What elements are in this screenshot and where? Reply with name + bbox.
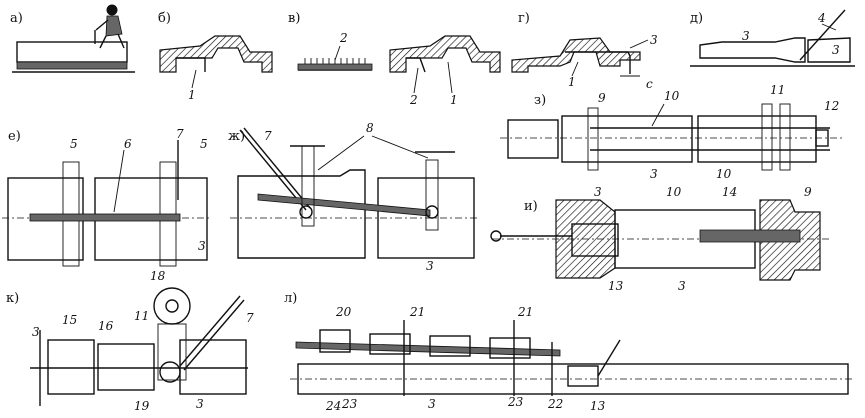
callout: 20 bbox=[335, 305, 352, 319]
callout: 21 bbox=[409, 305, 425, 319]
panel-zh-label: ж) bbox=[228, 129, 245, 144]
panel-k-label: к) bbox=[6, 291, 19, 306]
callout: 15 bbox=[62, 313, 77, 327]
pipe-a bbox=[47, 339, 95, 395]
panel-v-label: в) bbox=[288, 11, 300, 26]
callout: 3 bbox=[426, 259, 434, 273]
tie-rod bbox=[29, 213, 181, 222]
callout: 5 bbox=[200, 137, 208, 151]
jack-cylinder bbox=[571, 223, 619, 257]
callout: 21 bbox=[517, 305, 533, 319]
panel-zh: ж) 7 8 3 bbox=[228, 121, 478, 273]
pin-rod bbox=[699, 229, 801, 243]
callout: 19 bbox=[134, 399, 150, 413]
panel-i-label: и) bbox=[524, 199, 538, 214]
panel-g-label: г) bbox=[518, 11, 530, 26]
callout: 1 bbox=[450, 93, 458, 107]
callout: 3 bbox=[832, 43, 840, 57]
panel-v: в) 2 2 1 bbox=[288, 11, 501, 107]
callout: 7 bbox=[246, 311, 254, 325]
callout: 10 bbox=[716, 167, 732, 181]
callout: 4 bbox=[817, 11, 826, 25]
callout: 10 bbox=[666, 185, 682, 199]
socket-section-2 bbox=[389, 35, 501, 73]
socket-section-3 bbox=[511, 37, 641, 73]
callout: 11 bbox=[134, 309, 149, 323]
callout: 3 bbox=[196, 397, 204, 411]
pipe-left bbox=[237, 169, 366, 259]
callout: 9 bbox=[804, 185, 812, 199]
callout: 16 bbox=[98, 319, 114, 333]
panel-a-label: а) bbox=[10, 11, 23, 26]
callout: 7 bbox=[264, 129, 272, 143]
pipe-c bbox=[697, 115, 817, 163]
lever bbox=[179, 295, 241, 367]
pipe-b bbox=[561, 115, 693, 163]
panel-d-label: д) bbox=[690, 11, 703, 26]
panel-e-label: е) bbox=[8, 129, 21, 144]
callout: 6 bbox=[124, 137, 132, 151]
callout: 8 bbox=[366, 121, 374, 135]
callout: 14 bbox=[722, 185, 737, 199]
callout: 2 bbox=[409, 93, 418, 107]
callout: 5 bbox=[70, 137, 78, 151]
panel-z: з) 9 10 11 12 3 10 bbox=[500, 83, 845, 181]
callout: 11 bbox=[770, 83, 785, 97]
callout: 9 bbox=[598, 91, 606, 105]
crowbar bbox=[799, 9, 846, 61]
callout: 1 bbox=[568, 75, 576, 89]
rod-ticks bbox=[304, 58, 366, 64]
pipe-block bbox=[16, 41, 128, 63]
callout: 23 bbox=[341, 397, 358, 411]
wheel bbox=[153, 287, 191, 325]
callout: 3 bbox=[32, 325, 40, 339]
callout: 3 bbox=[650, 167, 658, 181]
panel-i: и) 3 10 14 9 13 3 bbox=[490, 185, 830, 293]
callout: 1 bbox=[188, 88, 196, 102]
pipe-end-left bbox=[699, 37, 806, 63]
lever bbox=[239, 129, 307, 211]
traverse-beam bbox=[295, 341, 561, 357]
worker-figure bbox=[95, 4, 125, 49]
callout: 18 bbox=[150, 269, 166, 283]
panel-g: г) 3 1 c bbox=[511, 11, 658, 91]
callout: 13 bbox=[608, 279, 624, 293]
callout: 2 bbox=[339, 31, 348, 45]
callout: 3 bbox=[594, 185, 602, 199]
callout: 13 bbox=[590, 399, 606, 413]
callout: 23 bbox=[507, 395, 524, 409]
panel-b-label: б) bbox=[158, 11, 171, 26]
callout: 3 bbox=[650, 33, 658, 47]
callout: c bbox=[646, 77, 653, 91]
callout: 7 bbox=[176, 127, 184, 141]
callout: 3 bbox=[428, 397, 436, 411]
callout: 3 bbox=[742, 29, 750, 43]
panel-l-label: л) bbox=[284, 291, 297, 306]
panel-a: а) bbox=[10, 4, 135, 73]
callout: 3 bbox=[198, 239, 206, 253]
callout: 22 bbox=[547, 397, 563, 411]
panel-z-label: з) bbox=[534, 93, 546, 108]
pipe-c bbox=[179, 339, 247, 395]
callout: 24 bbox=[325, 399, 341, 413]
pipe-b bbox=[97, 343, 155, 391]
callout: 3 bbox=[678, 279, 686, 293]
pipe-a bbox=[507, 119, 559, 159]
callout: 12 bbox=[824, 99, 839, 113]
panel-l: л) 20 21 21 24 23 3 23 22 13 bbox=[284, 291, 855, 413]
pipe-end-right bbox=[807, 37, 851, 63]
callout: 10 bbox=[664, 89, 680, 103]
panel-k: к) 18 3 15 16 11 7 19 3 bbox=[6, 269, 254, 413]
rack-bar bbox=[257, 193, 431, 217]
panel-e: е) 5 6 7 5 3 bbox=[2, 127, 210, 267]
pipe-base bbox=[16, 61, 128, 70]
panel-b: б) 1 bbox=[158, 11, 273, 102]
panel-d: д) 4 3 3 bbox=[690, 9, 855, 67]
socket-section bbox=[159, 35, 273, 73]
